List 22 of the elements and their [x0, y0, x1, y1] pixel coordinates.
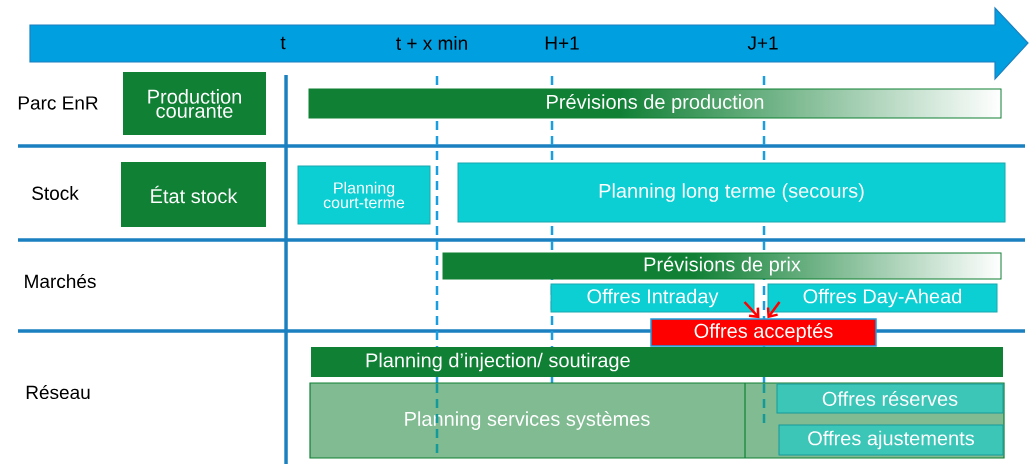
planning-box: Planning long terme (secours): [457, 162, 1006, 223]
forecast-bar: Prévisions de production: [308, 88, 1002, 119]
timeline-label: t: [280, 36, 286, 50]
forecast-bar: Prévisions de prix: [442, 252, 1002, 280]
row-label: Marchés: [25, 273, 96, 289]
process-box: Production courante: [123, 72, 266, 135]
offer-box: Offres Day-Ahead: [767, 283, 998, 313]
planning-box: Planning court-terme: [297, 165, 431, 225]
row-label: Stock: [32, 186, 79, 200]
offer-box: Offres ajustements: [778, 424, 1004, 456]
row-label: Parc EnR: [18, 96, 98, 110]
row-label: Réseau: [26, 384, 90, 400]
timeline-label: H+1: [545, 36, 579, 50]
offer-box: Offres Intraday: [550, 283, 755, 313]
timeline-label: t + x min: [396, 36, 467, 50]
timeline-label: J+1: [747, 36, 778, 50]
offer-box: Offres réserves: [776, 383, 1004, 414]
arrow: [743, 301, 760, 319]
accepted-offer-box: Offres acceptés: [650, 318, 877, 347]
planning-bar: Planning d’injection/ soutirage: [311, 347, 1003, 377]
process-box: État stock: [121, 162, 266, 227]
arrow: [766, 301, 781, 319]
